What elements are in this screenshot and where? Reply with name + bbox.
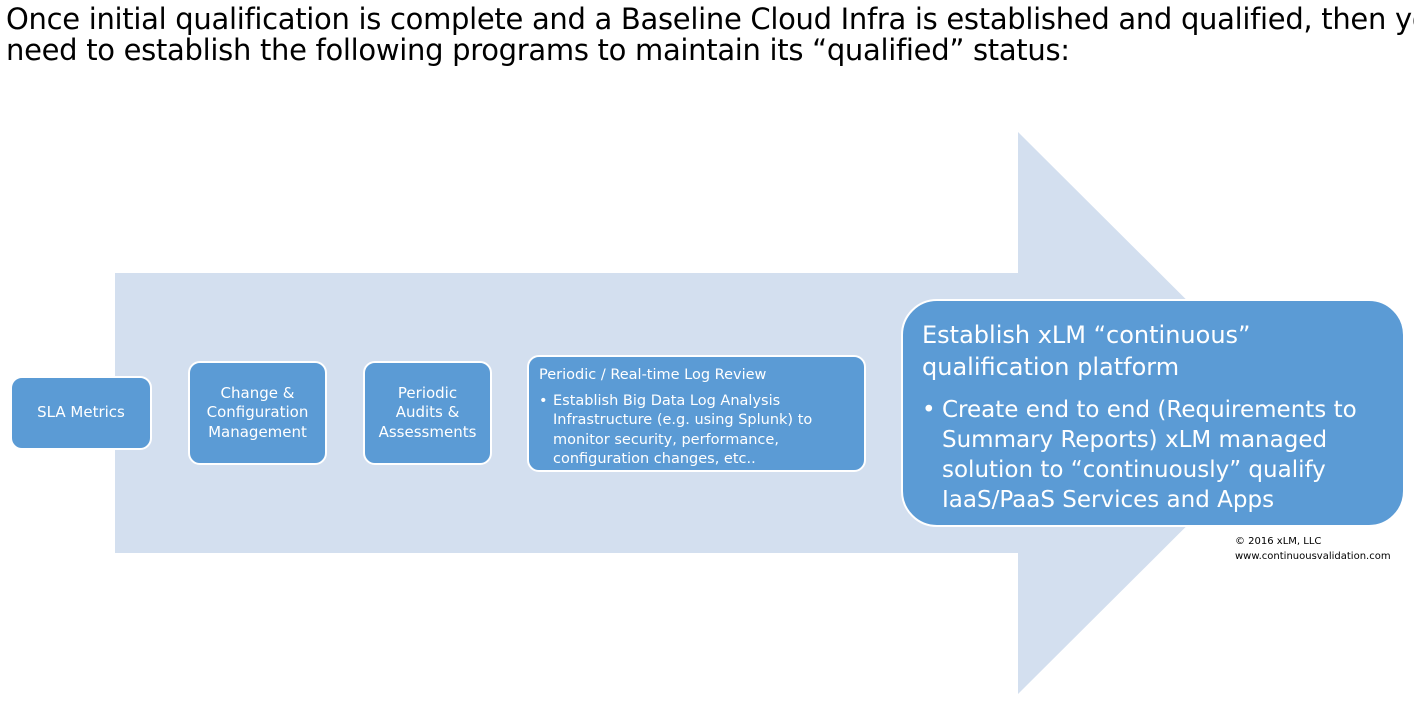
website-text: www.continuousvalidation.com <box>1235 551 1391 562</box>
platform-title-line-2: qualification platform <box>922 353 1180 381</box>
platform-bullet: • Create end to end (Requirements to Sum… <box>922 395 1383 515</box>
sla-metrics-label: SLA Metrics <box>37 403 125 422</box>
change-config-box: Change & Configuration Management <box>188 361 327 465</box>
log-review-bullet: • Establish Big Data Log Analysis Infras… <box>539 392 854 470</box>
bullet-dot: • <box>539 392 548 409</box>
platform-box: Establish xLM “continuous” qualification… <box>901 299 1405 527</box>
log-review-box: Periodic / Real-time Log Review • Establ… <box>527 355 866 472</box>
platform-bullet-line-3: solution to “continuously” qualify <box>942 457 1326 483</box>
platform-title: Establish xLM “continuous” qualification… <box>922 319 1383 383</box>
bullet-dot: • <box>922 397 936 423</box>
copyright-notice: © 2016 xLM, LLC www.continuousvalidation… <box>1235 534 1391 564</box>
heading-line-2: need to establish the following programs… <box>6 33 1070 67</box>
heading-line-1: Once initial qualification is complete a… <box>6 2 1414 36</box>
platform-bullet-line-4: IaaS/PaaS Services and Apps <box>942 487 1275 513</box>
audits-label: Periodic Audits & Assessments <box>378 383 477 441</box>
platform-bullet-line-1: Create end to end (Requirements to <box>942 397 1357 423</box>
log-review-bullet-text: Establish Big Data Log Analysis Infrastr… <box>553 392 813 468</box>
page-heading: Once initial qualification is complete a… <box>6 2 1414 67</box>
copyright-text: © 2016 xLM, LLC <box>1235 536 1322 547</box>
log-review-title: Periodic / Real-time Log Review <box>539 367 767 383</box>
change-config-label: Change & Configuration Management <box>206 383 309 441</box>
platform-bullet-text: Create end to end (Requirements to Summa… <box>942 395 1357 515</box>
sla-metrics-box: SLA Metrics <box>10 376 152 450</box>
platform-title-line-1: Establish xLM “continuous” <box>922 321 1251 349</box>
platform-bullet-line-2: Summary Reports) xLM managed <box>942 427 1328 453</box>
audits-box: Periodic Audits & Assessments <box>363 361 492 465</box>
